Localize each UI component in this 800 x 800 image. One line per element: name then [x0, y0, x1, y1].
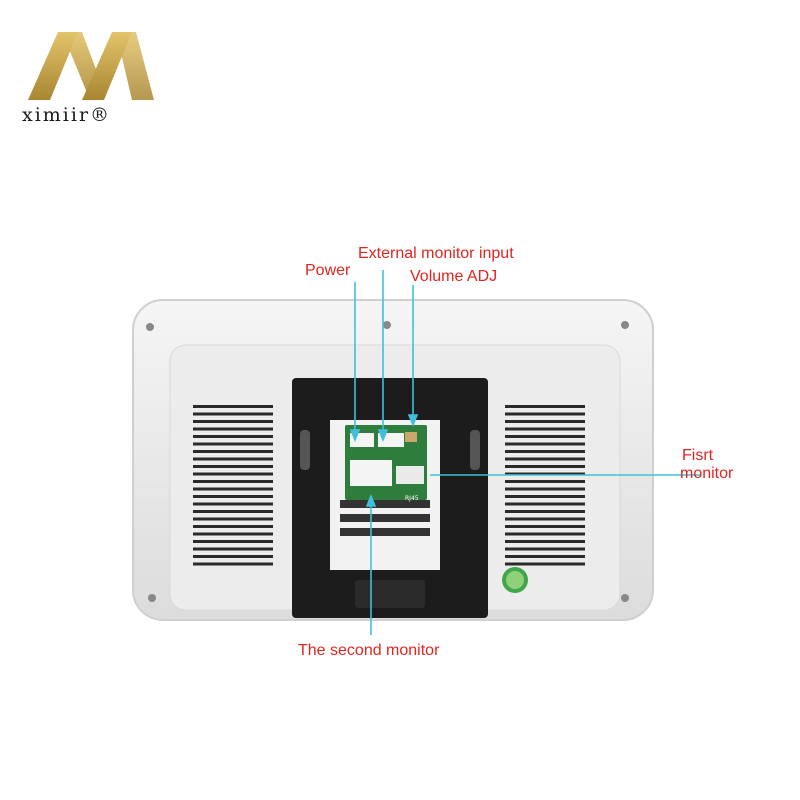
vent-slat [193, 427, 273, 431]
volume-knob [405, 432, 417, 442]
vent-slat [505, 405, 585, 408]
vent-slat [505, 465, 585, 468]
second-monitor-connector [350, 460, 392, 486]
vent-slat [505, 450, 585, 453]
callout-lines [349, 270, 700, 635]
vent-slat [505, 540, 585, 543]
vent-slat [193, 540, 273, 543]
vent-slat [505, 442, 585, 446]
vent-slat [505, 435, 585, 438]
vent-slat [505, 427, 585, 431]
vent-slat [505, 472, 585, 476]
vent-slat [193, 450, 273, 453]
label-volume-adj: Volume ADJ [410, 268, 498, 285]
vent-slat [505, 487, 585, 491]
vent-slat [505, 525, 585, 528]
first-monitor-connector [396, 466, 424, 484]
vent-slat [193, 420, 273, 423]
vent-slat [505, 480, 585, 483]
vent-slat [505, 547, 585, 551]
vent-slat [193, 532, 273, 536]
vent-slat [193, 472, 273, 476]
vent-slat [193, 412, 273, 416]
vent-slat [193, 480, 273, 483]
label-first-monitor-line1: Fisrt [682, 447, 714, 464]
vent-slat [505, 510, 585, 513]
vent-slat [193, 405, 273, 408]
vent-slat [193, 510, 273, 513]
vent-slat [193, 442, 273, 446]
vent-slat [505, 495, 585, 498]
label-external-monitor-input: External monitor input [358, 245, 514, 262]
vent-slat [193, 555, 273, 558]
ximiir-logo [28, 32, 154, 100]
vent-slat [193, 547, 273, 551]
vent-slat [505, 420, 585, 423]
vent-slat [193, 502, 273, 506]
board-mark: RJ45 [405, 495, 419, 502]
vent-slat [193, 517, 273, 521]
vent-slat [505, 555, 585, 558]
vent-slat [193, 487, 273, 491]
vent-slat [505, 517, 585, 521]
vent-slat [505, 562, 585, 566]
vent-slat [193, 495, 273, 498]
vent-slat [193, 457, 273, 461]
label-power: Power [305, 262, 351, 279]
vent-slat [505, 502, 585, 506]
brand-name: ximiir® [22, 104, 112, 126]
label-first-monitor-line2: monitor [680, 465, 734, 482]
vent-slat [193, 562, 273, 566]
vent-slat [193, 435, 273, 438]
vent-slat [193, 525, 273, 528]
label-second-monitor: The second monitor [298, 642, 440, 659]
left-vent-grille [193, 405, 273, 566]
vent-slat [505, 457, 585, 461]
vent-slat [505, 532, 585, 536]
right-vent-grille [505, 405, 585, 566]
vent-slat [505, 412, 585, 416]
vent-slat [193, 465, 273, 468]
